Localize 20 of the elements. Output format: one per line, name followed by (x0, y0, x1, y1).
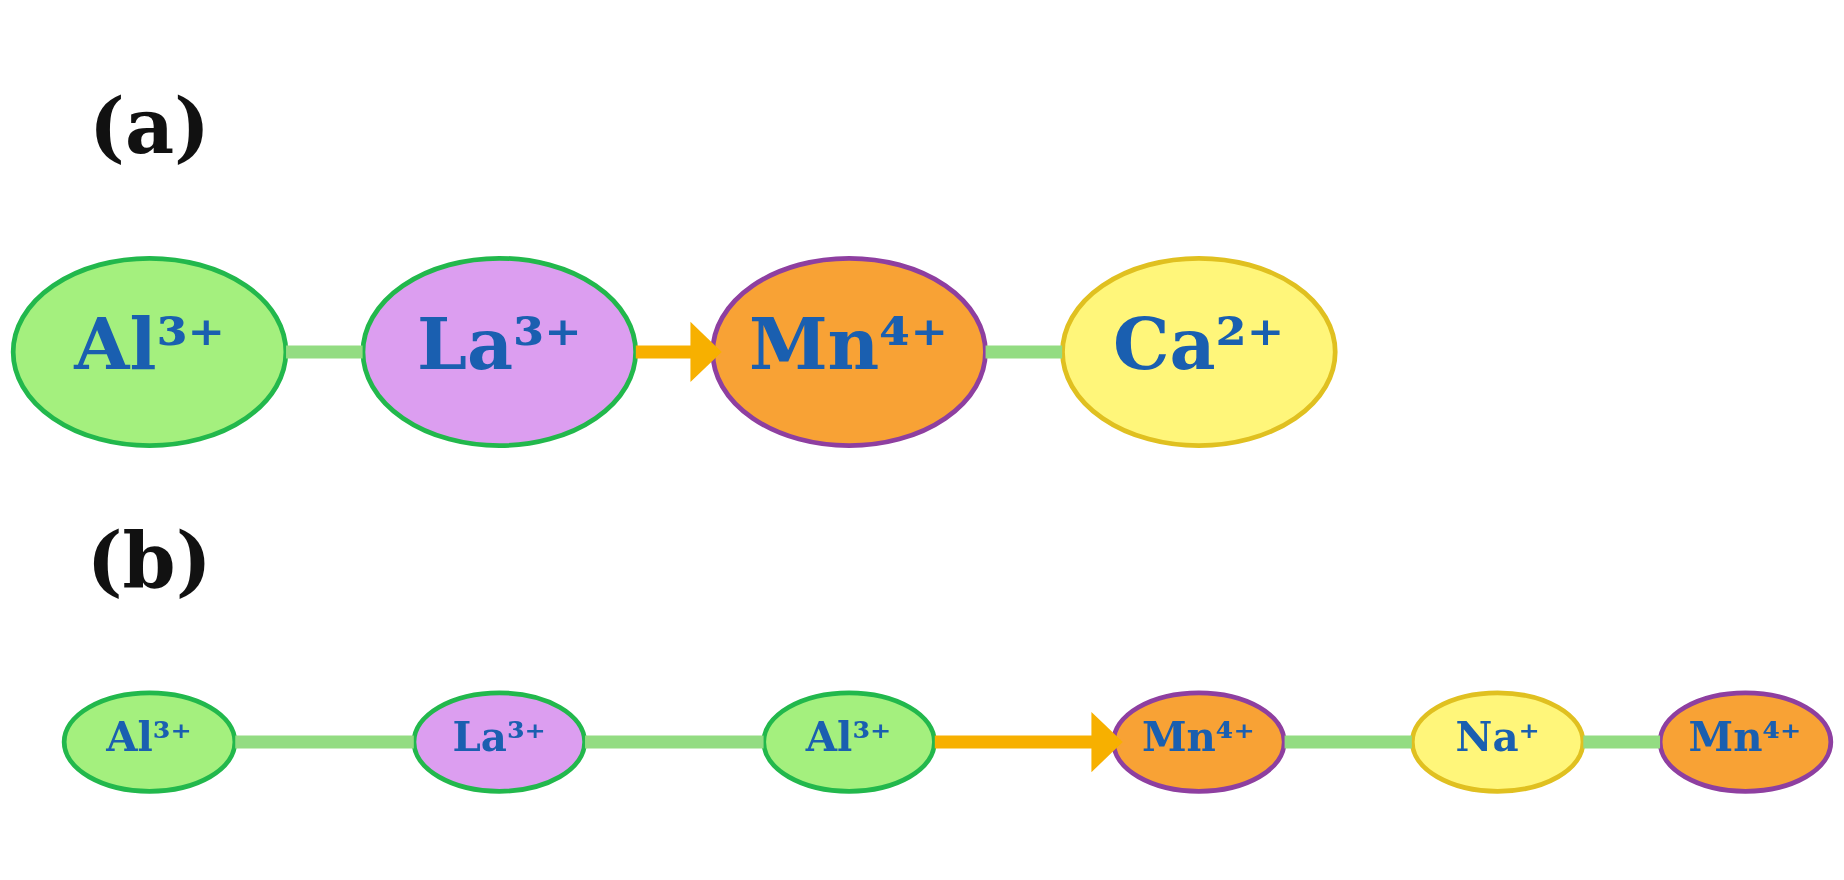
connector (235, 735, 414, 749)
node-ellipse: Ca²⁺ (1060, 255, 1338, 448)
node-ellipse: La³⁺ (360, 255, 639, 448)
connector (585, 735, 764, 749)
connector (286, 345, 363, 359)
connector (1284, 735, 1412, 749)
arrow (635, 321, 722, 383)
node-ellipse: Al³⁺ (61, 690, 238, 794)
node-ellipse: Mn⁴⁺ (710, 255, 988, 448)
node-ellipse: Al³⁺ (761, 690, 937, 794)
arrow (934, 711, 1123, 773)
node-ellipse: Mn⁴⁺ (1111, 690, 1287, 794)
node-ellipse: Mn⁴⁺ (1657, 690, 1834, 794)
label: (a) (89, 82, 211, 172)
node-ellipse: La³⁺ (411, 690, 588, 794)
node-ellipse: Al³⁺ (10, 255, 289, 448)
label: (b) (86, 515, 212, 605)
connector (1583, 735, 1661, 749)
connector (985, 345, 1063, 359)
node-ellipse: Na⁺ (1409, 690, 1586, 794)
